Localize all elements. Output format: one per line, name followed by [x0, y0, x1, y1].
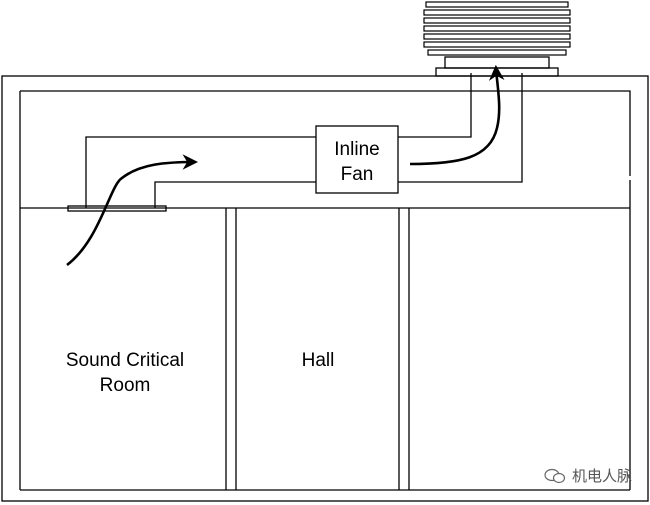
building-outline: [1, 75, 649, 502]
inline-fan-label-line2: Fan: [340, 164, 374, 185]
inline-fan-label: Inline Fan: [316, 137, 398, 187]
roof-cap-louvres: [423, 1, 571, 56]
inline-fan-label-line1: Inline: [334, 139, 380, 160]
hall-label: Hall: [301, 350, 335, 371]
inline-fan-box: [315, 125, 399, 194]
airflow-arrow-intake: [66, 154, 199, 267]
sound-critical-room-label: Sound Critical Room: [40, 348, 210, 398]
watermark: 机电人脉: [544, 465, 632, 486]
watermark-text: 机电人脉: [571, 467, 632, 485]
room-label-line1: Sound Critical: [65, 350, 185, 371]
roof-cap-neck: [444, 56, 550, 69]
room-label-line2: Room: [99, 375, 151, 396]
wechat-icon: [544, 468, 566, 483]
airflow-arrow-exhaust: [409, 64, 505, 166]
ceiling-grille: [67, 205, 167, 212]
duct-inner: [154, 73, 523, 208]
attic-space: [20, 90, 631, 208]
duct-outer: [85, 73, 472, 208]
